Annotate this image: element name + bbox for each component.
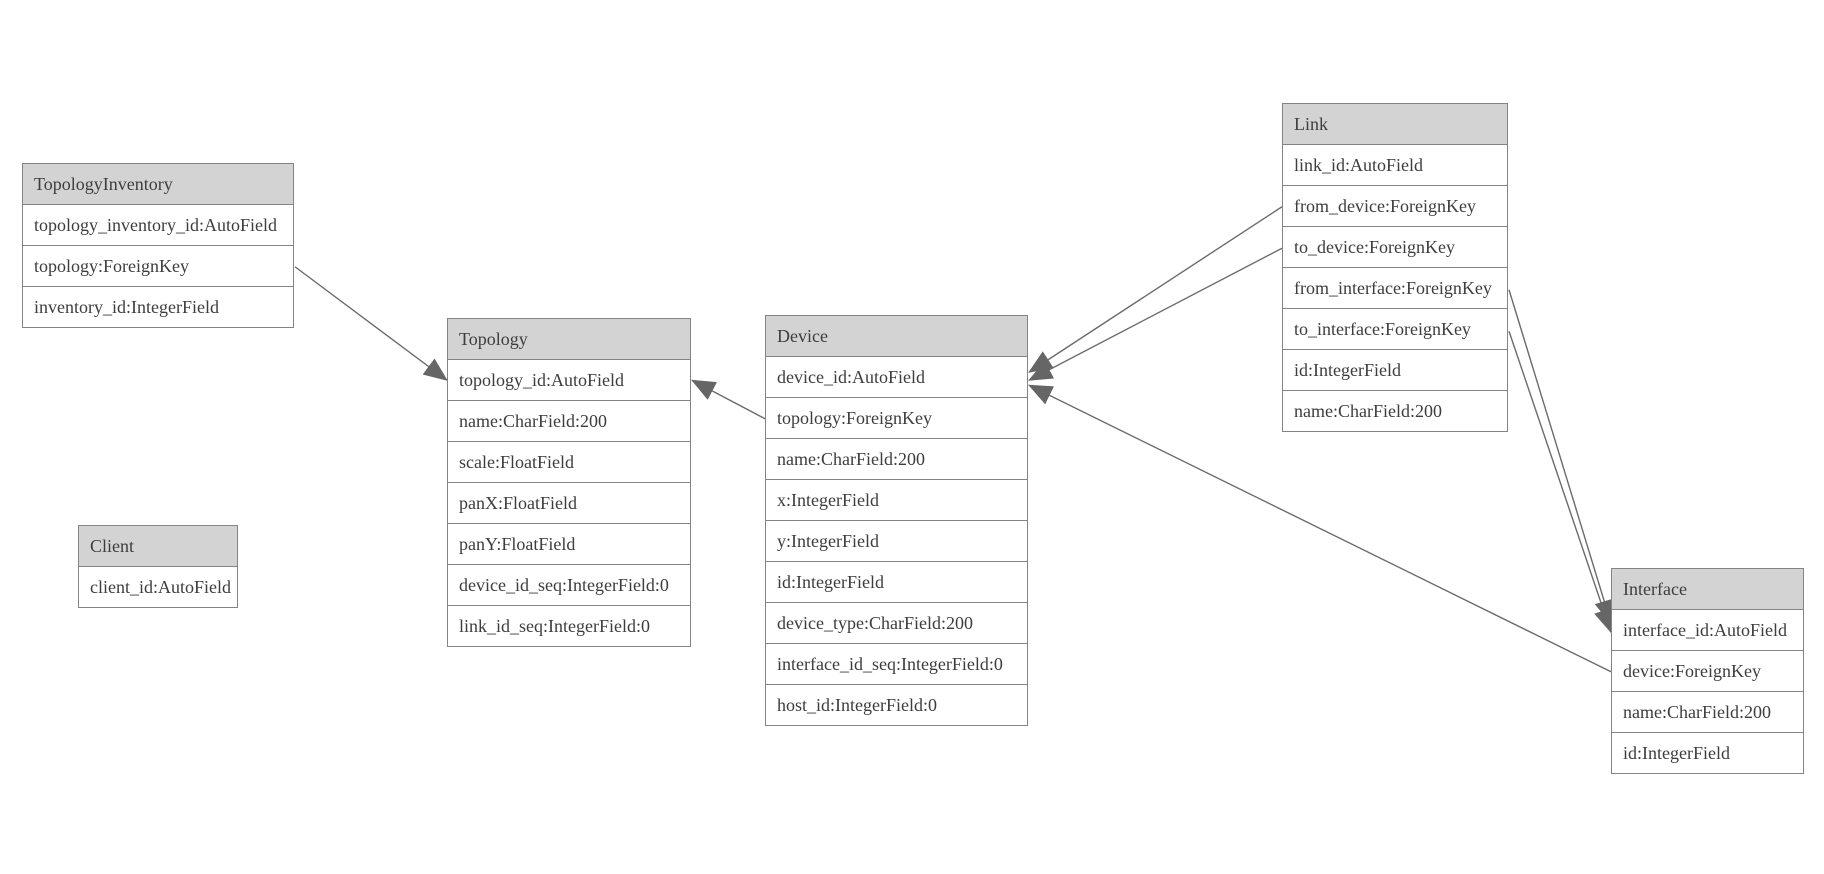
field-row: from_device:ForeignKey bbox=[1283, 185, 1507, 226]
relationship-line bbox=[294, 266, 448, 381]
field-row: topology:ForeignKey bbox=[766, 397, 1027, 438]
field-row: id:IntegerField bbox=[766, 561, 1027, 602]
field-row: to_interface:ForeignKey bbox=[1283, 308, 1507, 349]
field-row: scale:FloatField bbox=[448, 441, 690, 482]
entity-header: Device bbox=[766, 316, 1027, 356]
entity-table-link: Link link_id:AutoField from_device:Forei… bbox=[1282, 103, 1508, 432]
field-row: device_type:CharField:200 bbox=[766, 602, 1027, 643]
relationship-line bbox=[1028, 206, 1283, 373]
entity-table-client: Client client_id:AutoField bbox=[78, 525, 238, 608]
field-row: link_id:AutoField bbox=[1283, 144, 1507, 185]
relationship-line bbox=[1508, 289, 1614, 625]
field-row: interface_id_seq:IntegerField:0 bbox=[766, 643, 1027, 684]
entity-header: Client bbox=[79, 526, 237, 566]
field-row: to_device:ForeignKey bbox=[1283, 226, 1507, 267]
entity-table-topology: Topology topology_id:AutoField name:Char… bbox=[447, 318, 691, 647]
field-row: name:CharField:200 bbox=[766, 438, 1027, 479]
field-row: interface_id:AutoField bbox=[1612, 609, 1803, 650]
field-row: id:IntegerField bbox=[1612, 732, 1803, 773]
entity-header: Topology bbox=[448, 319, 690, 359]
relationship-line bbox=[1508, 331, 1614, 634]
field-row: host_id:IntegerField:0 bbox=[766, 684, 1027, 725]
field-row: id:IntegerField bbox=[1283, 349, 1507, 390]
field-row: topology_id:AutoField bbox=[448, 359, 690, 400]
relationship-line bbox=[1028, 247, 1283, 381]
entity-header: Link bbox=[1283, 104, 1507, 144]
field-row: name:CharField:200 bbox=[1283, 390, 1507, 431]
field-row: y:IntegerField bbox=[766, 520, 1027, 561]
entity-header: TopologyInventory bbox=[23, 164, 293, 204]
relationship-line bbox=[1028, 384, 1612, 673]
entity-table-interface: Interface interface_id:AutoField device:… bbox=[1611, 568, 1804, 774]
field-row: device:ForeignKey bbox=[1612, 650, 1803, 691]
field-row: name:CharField:200 bbox=[448, 400, 690, 441]
field-row: panY:FloatField bbox=[448, 523, 690, 564]
field-row: x:IntegerField bbox=[766, 479, 1027, 520]
entity-header: Interface bbox=[1612, 569, 1803, 609]
relationship-line bbox=[691, 379, 766, 420]
field-row: topology:ForeignKey bbox=[23, 245, 293, 286]
field-row: from_interface:ForeignKey bbox=[1283, 267, 1507, 308]
entity-table-device: Device device_id:AutoField topology:Fore… bbox=[765, 315, 1028, 726]
field-row: name:CharField:200 bbox=[1612, 691, 1803, 732]
field-row: link_id_seq:IntegerField:0 bbox=[448, 605, 690, 646]
field-row: topology_inventory_id:AutoField bbox=[23, 204, 293, 245]
field-row: inventory_id:IntegerField bbox=[23, 286, 293, 327]
field-row: client_id:AutoField bbox=[79, 566, 237, 607]
entity-table-topologyinventory: TopologyInventory topology_inventory_id:… bbox=[22, 163, 294, 328]
field-row: device_id:AutoField bbox=[766, 356, 1027, 397]
field-row: panX:FloatField bbox=[448, 482, 690, 523]
field-row: device_id_seq:IntegerField:0 bbox=[448, 564, 690, 605]
